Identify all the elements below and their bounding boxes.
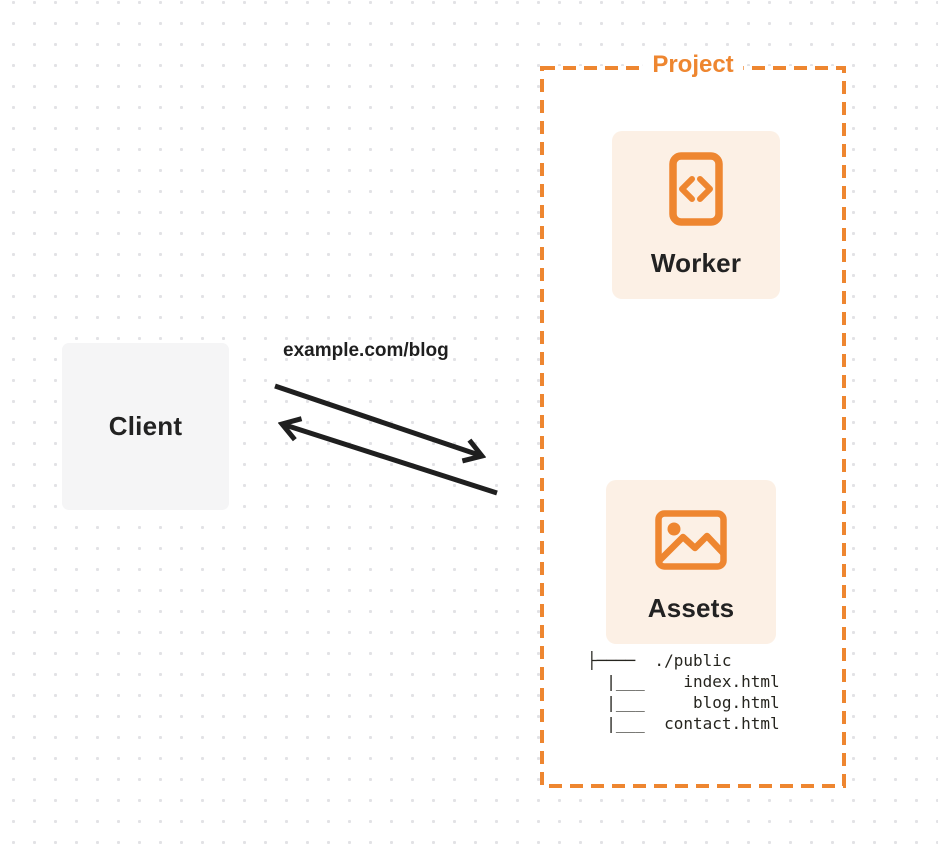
assets-node: Assets [606, 480, 776, 644]
project-label: Project [642, 50, 744, 79]
file-tree-line-contact: |___ contact.html [587, 714, 780, 733]
assets-file-tree: ├──── ./public |___ index.html |___ blog… [587, 650, 780, 734]
response-arrow [282, 424, 498, 496]
image-icon [655, 510, 727, 570]
client-node: Client [62, 343, 229, 510]
request-arrow [274, 383, 482, 456]
worker-node: Worker [612, 131, 780, 299]
file-tree-line-public: ├──── ./public [587, 651, 732, 670]
code-icon [669, 152, 723, 226]
request-url-label: example.com/blog [283, 340, 449, 361]
project-container: Project Worker Assets ├──── [540, 50, 846, 788]
file-tree-line-blog: |___ blog.html [587, 693, 780, 712]
file-tree-line-index: |___ index.html [587, 672, 780, 691]
assets-label: Assets [647, 593, 735, 623]
client-label: Client [108, 411, 183, 441]
worker-label: Worker [650, 248, 742, 278]
